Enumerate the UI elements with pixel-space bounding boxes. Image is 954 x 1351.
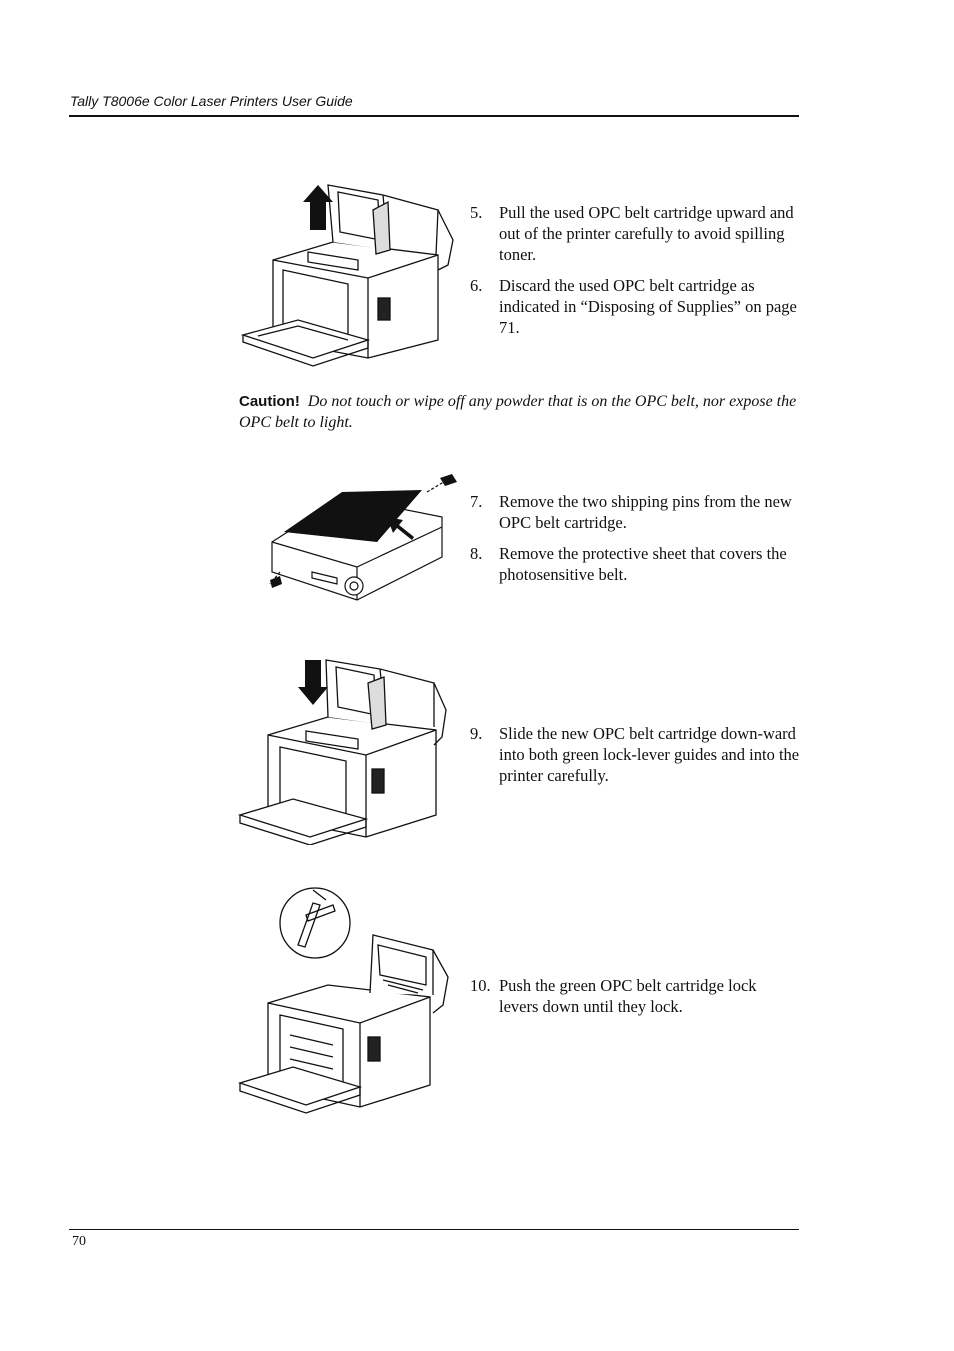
- step-text: Slide the new OPC belt cartridge down-wa…: [499, 724, 800, 785]
- page-number: 70: [72, 1234, 86, 1249]
- step-text: Remove the two shipping pins from the ne…: [499, 492, 792, 532]
- steps-7-8: 7. Remove the two shipping pins from the…: [470, 491, 800, 595]
- caution-note: Caution!Do not touch or wipe off any pow…: [239, 391, 799, 433]
- step-8: 8. Remove the protective sheet that cove…: [470, 543, 800, 585]
- printer-remove-cartridge-illustration: [238, 180, 463, 370]
- caution-label: Caution!: [239, 393, 300, 410]
- step-7: 7. Remove the two shipping pins from the…: [470, 491, 800, 533]
- steps-9: 9. Slide the new OPC belt cartridge down…: [470, 723, 800, 796]
- running-header: Tally T8006e Color Laser Printers User G…: [70, 93, 353, 109]
- step-text: Discard the used OPC belt cartridge as i…: [499, 276, 797, 337]
- step-text: Push the green OPC belt cartridge lock l…: [499, 976, 757, 1016]
- step-number: 9.: [470, 724, 483, 743]
- step-5: 5. Pull the used OPC belt cartridge upwa…: [470, 202, 800, 265]
- step-10: 10. Push the green OPC belt cartridge lo…: [470, 975, 800, 1017]
- steps-5-6: 5. Pull the used OPC belt cartridge upwa…: [470, 202, 800, 348]
- step-number: 7.: [470, 492, 483, 511]
- step-9: 9. Slide the new OPC belt cartridge down…: [470, 723, 800, 786]
- header-rule: [69, 115, 799, 117]
- step-number: 10.: [470, 976, 491, 995]
- step-number: 5.: [470, 203, 483, 222]
- step-number: 6.: [470, 276, 483, 295]
- step-number: 8.: [470, 544, 483, 563]
- steps-10: 10. Push the green OPC belt cartridge lo…: [470, 975, 800, 1027]
- step-text: Pull the used OPC belt cartridge upward …: [499, 203, 794, 264]
- footer-rule: [69, 1229, 799, 1230]
- printer-insert-cartridge-illustration: [238, 655, 463, 845]
- opc-cartridge-sheet-illustration: [262, 472, 467, 607]
- printer-lock-levers-illustration: [238, 885, 463, 1115]
- step-text: Remove the protective sheet that covers …: [499, 544, 787, 584]
- caution-text: Do not touch or wipe off any powder that…: [239, 393, 797, 431]
- step-6: 6. Discard the used OPC belt cartridge a…: [470, 275, 800, 338]
